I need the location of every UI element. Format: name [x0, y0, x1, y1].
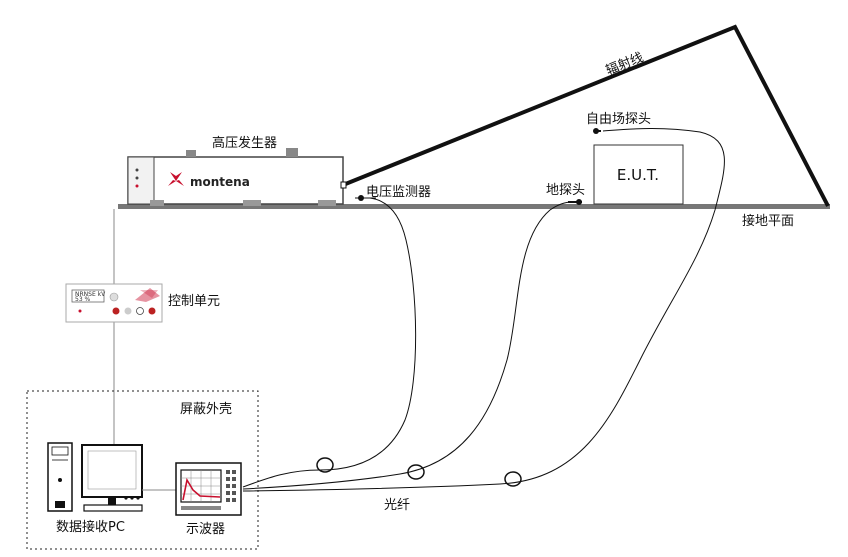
oscilloscope-label: 示波器 [186, 522, 225, 537]
fiber-coils [316, 457, 522, 487]
eut-label: E.U.T. [617, 166, 659, 184]
montena-logo-icon [168, 172, 184, 186]
voltage-monitor [340, 181, 347, 189]
generator-label: 高压发生器 [212, 135, 277, 151]
shield-enclosure [26, 390, 259, 550]
ground-plane [118, 204, 830, 209]
fiber-voltage-monitor [242, 197, 417, 488]
field-probe-label: 自由场探头 [586, 112, 651, 127]
high-voltage-generator: montena [127, 148, 344, 206]
pc-label: 数据接收PC [56, 519, 125, 535]
control-unit-label: 控制单元 [168, 294, 220, 309]
scope-waveform [182, 477, 221, 501]
voltage-monitor-label: 电压监测器 [366, 185, 431, 200]
brand-label: montena [190, 175, 250, 189]
control-display-line2: 53 % [75, 296, 91, 303]
field-probe [593, 128, 599, 134]
ground-plane-label: 接地平面 [742, 213, 794, 229]
fiber-field-probe [242, 127, 725, 492]
shield-label: 屏蔽外壳 [180, 402, 232, 417]
ground-probe [576, 199, 582, 205]
fiber-ground-probe [242, 201, 573, 490]
control-unit: NRNSE kV 53 % [65, 283, 163, 323]
radiation-line-label: 辐射线 [604, 49, 646, 78]
control-display-line1: NRNSE kV [75, 291, 106, 298]
oscilloscope [175, 462, 242, 516]
radiation-line [342, 24, 830, 207]
ground-probe-label: 地探头 [546, 183, 585, 198]
fiber-optic-cables [242, 127, 725, 492]
data-pc [47, 442, 143, 512]
eut-box [593, 144, 684, 205]
fiber-label: 光纤 [384, 498, 410, 513]
